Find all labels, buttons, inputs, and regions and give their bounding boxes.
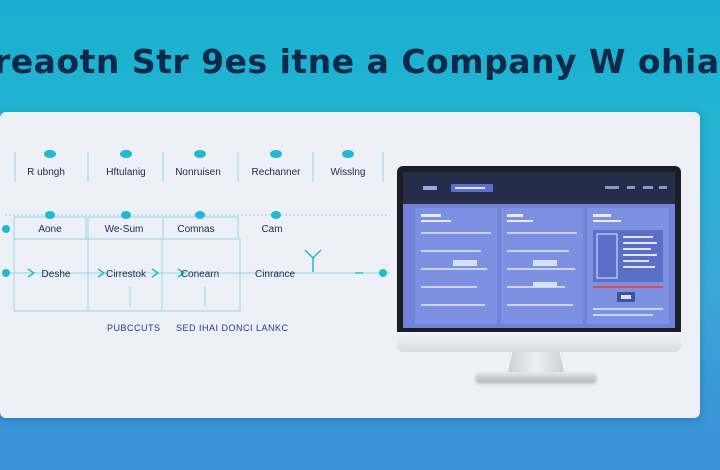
screen-content-graphic [415, 208, 669, 324]
monitor-chin [397, 332, 681, 352]
diagram-label: Nonruisen [175, 167, 221, 178]
diagram-label: Cam [261, 224, 283, 235]
screen-topbar-graphic [423, 184, 667, 192]
diagram-footer-label: SED IHAI DONCI LANKC [176, 323, 289, 333]
diagram-label: Cinrance [254, 269, 296, 280]
monitor-illustration [397, 166, 681, 332]
diagram-footer-label: PUBCCUTS [107, 323, 161, 333]
screen-topbar [403, 172, 675, 204]
monitor-stand-base [476, 372, 596, 382]
monitor-stand-neck [507, 352, 565, 374]
diagram-label: We-Sum [104, 224, 144, 235]
diagram-label: Wisslng [330, 167, 366, 178]
diagram-label: Rechanner [251, 167, 301, 178]
diagram-label: Aone [38, 224, 62, 235]
diagram-label: Conearn [180, 269, 220, 280]
monitor-screen [403, 172, 675, 328]
flow-diagram [2, 150, 390, 312]
diagram-label: Comnas [177, 224, 215, 235]
page-title: reaotn Str 9es itne a Company W ohia [0, 42, 720, 81]
diagram-label: Cirrestok [105, 269, 147, 280]
diagram-label: Hftulanig [106, 167, 146, 178]
diagram-label: R ubngh [27, 167, 65, 178]
diagram-label: Deshe [41, 269, 71, 280]
